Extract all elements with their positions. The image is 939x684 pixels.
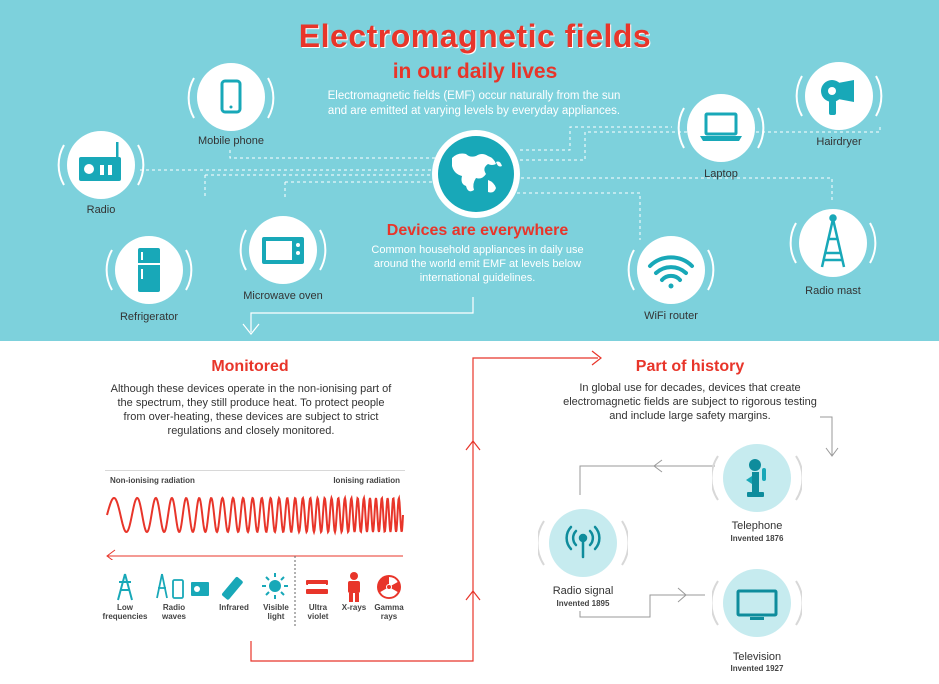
main-title: Electromagnetic fields <box>298 18 652 54</box>
radiation-icon <box>377 575 401 599</box>
xray-icon <box>348 572 360 602</box>
pylon-icon <box>117 573 133 601</box>
radio-mast-device <box>789 209 877 277</box>
hairdryer-icon <box>821 80 854 115</box>
radio-waves-icon <box>156 573 209 599</box>
flow-arrow <box>250 350 602 662</box>
device-label-hairdryer: Hairdryer <box>816 136 862 148</box>
history-label-radio-signal: Radio signal <box>552 585 614 597</box>
wifi-device <box>627 236 715 304</box>
refrigerator-icon <box>138 248 160 292</box>
history-text: In global use for decades, devices that … <box>563 382 817 422</box>
main-subtitle: in our daily lives <box>392 60 558 83</box>
sun-icon <box>262 573 288 599</box>
device-label-mobile-phone: Mobile phone <box>197 135 265 147</box>
history-date-television: Invented 1927 <box>730 664 784 673</box>
wifi-icon <box>648 255 694 289</box>
device-label-wifi: WiFi router <box>644 310 698 322</box>
band-visible-light: Visible light <box>263 603 289 621</box>
spectrum-right-label: Ionising radiation <box>333 476 400 485</box>
mobile-phone-icon <box>220 79 242 114</box>
band-x-rays: X-rays <box>341 603 367 612</box>
hairdryer-device <box>795 62 883 130</box>
laptop-icon <box>700 112 742 141</box>
globe-icon <box>432 130 520 218</box>
device-label-laptop: Laptop <box>704 168 738 180</box>
refrigerator-device <box>105 236 193 304</box>
telephone-item <box>712 444 802 512</box>
devices-heading: Devices are everywhere <box>386 222 569 239</box>
spectrum-wave <box>105 470 405 560</box>
band-radio-waves: Radio waves <box>161 603 187 621</box>
history-label-television: Television <box>732 651 782 663</box>
telephone-icon <box>746 459 766 497</box>
device-label-refrigerator: Refrigerator <box>119 311 179 323</box>
connector-lines <box>140 124 881 335</box>
history-date-radio-signal: Invented 1895 <box>556 599 610 608</box>
history-label-telephone: Telephone <box>731 520 783 532</box>
device-label-microwave: Microwave oven <box>243 290 323 302</box>
devices-text: Common household appliances in daily use… <box>371 244 584 284</box>
device-label-radio-mast: Radio mast <box>805 285 861 297</box>
microwave-icon <box>262 237 304 264</box>
history-heading: Part of history <box>635 358 745 375</box>
device-label-radio: Radio <box>86 204 116 216</box>
band-ultra-violet: Ultra violet <box>307 603 329 621</box>
radio-icon <box>79 142 121 181</box>
monitored-heading: Monitored <box>211 358 289 375</box>
monitored-text: Although these devices operate in the no… <box>110 383 392 437</box>
radio-signal-item <box>538 509 628 577</box>
history-connectors <box>579 416 839 618</box>
remote-control-icon <box>222 577 243 600</box>
band-infrared: Infrared <box>219 603 249 612</box>
microwave-device <box>239 216 327 284</box>
television-icon <box>736 589 778 620</box>
spectrum-left-label: Non-ionising radiation <box>110 476 195 485</box>
radio-device <box>57 131 145 199</box>
intro-text: Electromagnetic fields (EMF) occur natur… <box>327 90 621 117</box>
mobile-phone-device <box>187 63 275 131</box>
history-date-telephone: Invented 1876 <box>730 534 784 543</box>
radio-signal-icon <box>565 525 601 559</box>
band-low-frequencies: Low frequencies <box>102 603 148 621</box>
television-item <box>712 569 802 637</box>
laptop-device <box>677 94 765 162</box>
sunbed-icon <box>306 580 328 594</box>
band-gamma-rays: Gamma rays <box>374 603 404 621</box>
radio-mast-icon <box>820 214 846 268</box>
spectrum-band-icons <box>117 572 401 602</box>
